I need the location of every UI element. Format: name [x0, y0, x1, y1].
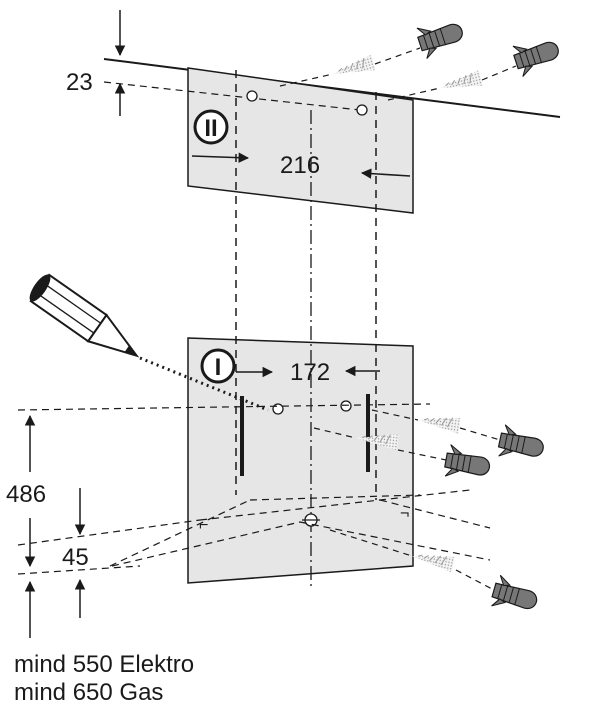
height-label: 486: [6, 481, 46, 508]
caption-electric: mind 550 Elektro: [14, 651, 195, 678]
lower-offset-label: 45: [62, 544, 89, 571]
dowel-icon: [488, 574, 542, 619]
vertical-guide-lines: [235, 70, 377, 500]
lower-left-hole: [272, 403, 284, 415]
screw-icon: [416, 411, 462, 435]
screw-icon: [437, 69, 484, 97]
top-offset-label: 23: [66, 69, 93, 96]
lower-plate-badge: I: [200, 348, 236, 384]
corner-mark-left: ⌐: [199, 517, 208, 534]
top-offset-dimension: 23: [66, 10, 361, 116]
upper-spacing-label: 216: [280, 152, 320, 179]
corner-mark-right: ¬: [400, 505, 409, 522]
lower-plate: [187, 337, 414, 584]
screw-icon: [409, 547, 456, 574]
screw-icon: [330, 54, 377, 83]
pencil-icon: [29, 273, 140, 358]
reference-lines: [17, 403, 491, 575]
upper-spacing-dimension: 216: [191, 152, 411, 179]
upper-plate-badge: II: [193, 109, 229, 145]
upper-left-hole: [246, 90, 258, 102]
lower-spacing-dimension: 172: [236, 359, 380, 386]
height-dimension: 486: [6, 414, 46, 638]
upper-right-hole: [356, 104, 368, 116]
dowel-icon: [414, 14, 468, 60]
upper-plate: [187, 67, 414, 214]
caption-gas: mind 650 Gas: [14, 679, 164, 706]
upper-plate-label: II: [204, 115, 217, 142]
lower-offset-dimension: 45: [62, 488, 89, 618]
lower-dowels: [313, 409, 547, 619]
pencil-mark-line: [139, 356, 269, 412]
upper-dowels: [279, 14, 564, 101]
lower-plate-slots: [240, 394, 370, 476]
dowel-icon: [510, 32, 564, 78]
lower-spacing-label: 172: [290, 359, 330, 386]
dowel-icon: [496, 423, 547, 466]
lower-plate-label: I: [215, 354, 222, 381]
lower-right-hole: [340, 400, 352, 412]
dowel-icon: [442, 443, 493, 484]
